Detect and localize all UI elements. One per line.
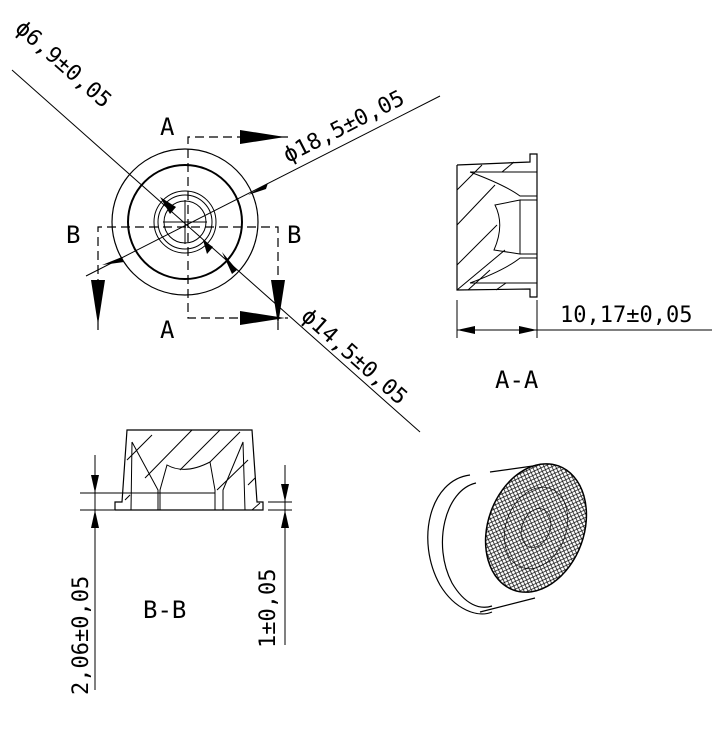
mid-circle bbox=[127, 164, 243, 280]
section-mark-b-right: B bbox=[287, 221, 301, 249]
label-base-height: 2,06±0,05 bbox=[69, 576, 94, 695]
section-title-bb: B-B bbox=[143, 596, 186, 624]
label-inner-diameter: ϕ6,9±0,05 bbox=[10, 16, 116, 114]
inner-circle-2 bbox=[157, 194, 213, 250]
label-mid-diameter: ϕ14,5±0,05 bbox=[296, 304, 412, 410]
isometric-view bbox=[427, 463, 588, 615]
section-mark-a-bottom: A bbox=[160, 316, 175, 344]
top-view: ϕ6,9±0,05 ϕ18,5±0,05 ϕ14,5±0,05 A A B B bbox=[10, 16, 441, 433]
label-outer-diameter: ϕ18,5±0,05 bbox=[279, 86, 408, 168]
leader-diameter-6-9-and-14-5 bbox=[11, 69, 421, 433]
label-flange-thickness: 1±0,05 bbox=[256, 569, 281, 648]
section-line-a bbox=[187, 130, 288, 325]
section-mark-b-left: B bbox=[66, 221, 80, 249]
section-title-aa: A-A bbox=[495, 366, 539, 394]
outer-circle bbox=[111, 148, 259, 296]
label-height: 10,17±0,05 bbox=[560, 303, 692, 328]
inner-circle-1 bbox=[153, 190, 217, 254]
section-view-aa: 10,17±0,05 A-A bbox=[456, 153, 712, 394]
section-view-bb: 2,06±0,05 1±0,05 B-B bbox=[69, 429, 292, 695]
section-mark-a-top: A bbox=[160, 113, 175, 141]
section-line-b bbox=[91, 226, 285, 330]
